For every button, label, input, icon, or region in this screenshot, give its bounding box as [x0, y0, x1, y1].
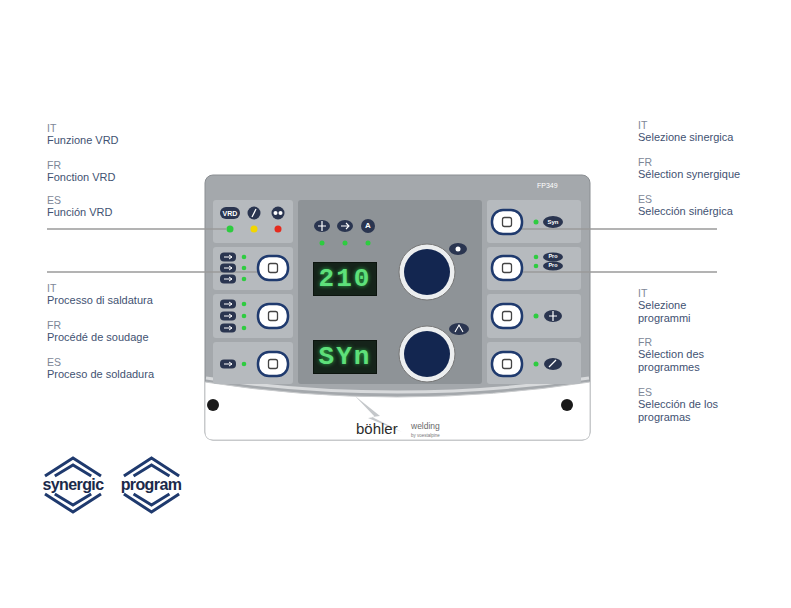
icon-label: A: [365, 222, 371, 230]
icon-label: Syn: [547, 219, 558, 225]
callout-text: Selección sinérgica: [638, 205, 733, 218]
control-panel: 210SYn FP349: [205, 175, 590, 440]
display-value: 210: [319, 266, 372, 292]
language-code: IT: [47, 282, 56, 294]
brand-tagline: by voestalpine: [411, 433, 440, 438]
logo-text: synergic: [42, 477, 103, 493]
vrd-indicators: [220, 207, 285, 233]
language-code: FR: [638, 336, 652, 348]
icon-label: Pro: [548, 254, 557, 260]
callout-text: Fonction VRD: [47, 171, 115, 184]
display-value: SYn: [319, 344, 372, 370]
mode-logo: program: [117, 456, 186, 514]
language-code: ES: [638, 386, 652, 398]
language-code: ES: [638, 193, 652, 205]
led-display: 210: [313, 262, 377, 296]
brand-name: welding: [411, 422, 440, 432]
logo-text: program: [121, 477, 182, 493]
icon-label: Pro: [548, 263, 557, 269]
brand-name: böhler: [356, 420, 398, 437]
callout-text: Funzione VRD: [47, 134, 119, 147]
led-display: SYn: [313, 340, 377, 374]
leader-line: [47, 229, 717, 272]
callout-text: Processo di saldatura: [47, 294, 153, 307]
callout-text: Función VRD: [47, 206, 112, 219]
process-selector: [220, 253, 288, 377]
language-code: ES: [47, 356, 61, 368]
callout-text: Proceso de soldadura: [47, 368, 154, 381]
program-selector: [492, 210, 563, 376]
language-code: IT: [638, 119, 647, 131]
language-code: IT: [47, 122, 56, 134]
model-code: FP349: [537, 182, 558, 189]
language-code: ES: [47, 194, 61, 206]
display-indicators: [314, 219, 375, 246]
callout-text: Procédé de soudage: [47, 331, 149, 344]
language-code: FR: [47, 319, 61, 331]
panel-sections: [213, 200, 581, 384]
callout-text: Selección de los programas: [638, 398, 738, 423]
callout-text: Selezione sinergica: [638, 131, 733, 144]
language-code: FR: [638, 156, 652, 168]
icon-label: VRD: [223, 210, 238, 217]
language-code: FR: [47, 159, 61, 171]
language-code: IT: [638, 287, 647, 299]
mode-logo: synergic: [38, 456, 108, 514]
panel-housing: [205, 175, 590, 440]
callout-text: Selezione programmi: [638, 299, 738, 324]
callout-text: Sélection synergique: [638, 168, 740, 181]
control-knob: [399, 243, 469, 382]
callout-text: Sélection des programmes: [638, 348, 738, 373]
screw: [207, 399, 573, 411]
